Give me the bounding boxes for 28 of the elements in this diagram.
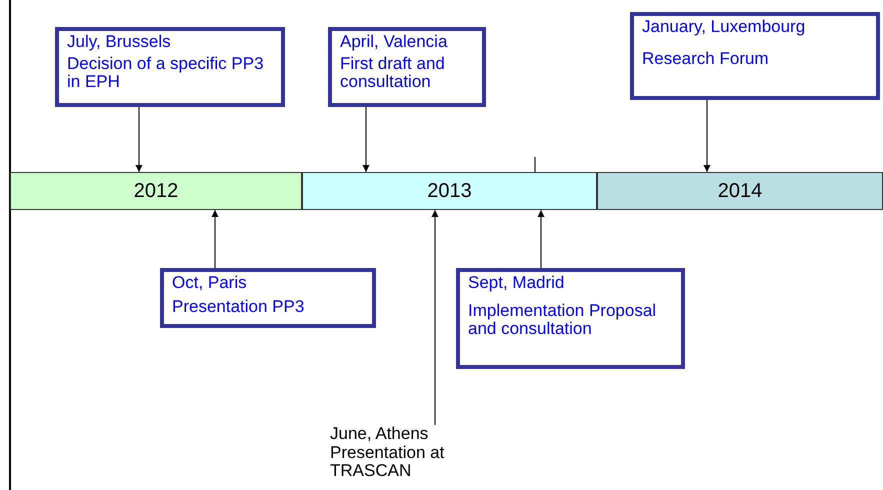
year-band (10, 172, 302, 210)
year-label: 2013 (427, 180, 472, 202)
event-description: Research Forum (642, 50, 770, 68)
event-description: Presentation PP3 (172, 298, 306, 316)
year-band (302, 172, 597, 210)
event-heading: April, Valencia (340, 33, 448, 51)
arrow (136, 106, 142, 172)
event-heading: July, Brussels (67, 33, 172, 51)
event-description: First draft and consultation (340, 54, 446, 91)
arrow (362, 106, 370, 172)
event-description: Decision of a specific PP3 in EPH (67, 54, 265, 91)
arrow (432, 210, 438, 426)
event-heading: Sept, Madrid (468, 274, 566, 292)
event-box (456, 268, 685, 369)
year-band (597, 172, 883, 210)
arrow (212, 210, 218, 268)
event-box (328, 27, 486, 107)
event-heading: Oct, Paris (172, 274, 248, 292)
event-description: Implementation Proposal and consultation (468, 302, 658, 338)
event-box (160, 268, 376, 328)
arrow (704, 100, 710, 172)
event-box (630, 12, 880, 100)
arrow (538, 210, 544, 268)
year-label: 2012 (134, 180, 178, 202)
year-label: 2014 (718, 180, 762, 202)
event-note: June, Athens Presentation at TRASCAN (330, 424, 444, 480)
event-heading: January, Luxembourg (642, 18, 806, 36)
event-box (55, 27, 285, 107)
